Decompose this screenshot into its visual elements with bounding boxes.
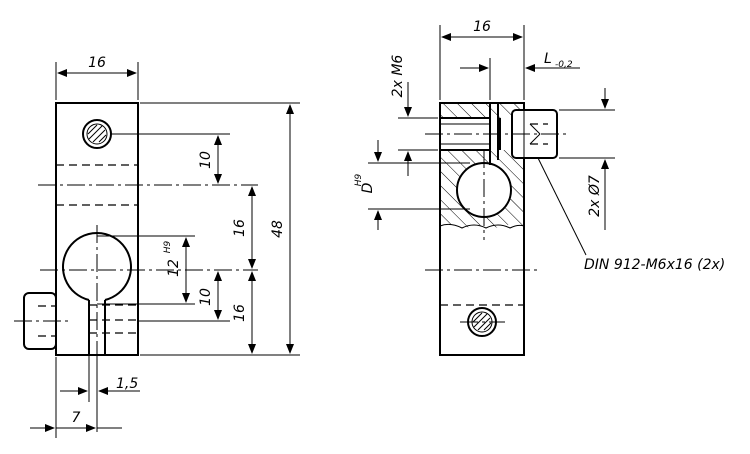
dim-right-thread: 2x M6 [390, 55, 406, 98]
left-screw-head [14, 292, 70, 350]
screw-callout: DIN 912-M6x16 (2x) [584, 257, 725, 273]
left-top-hole [82, 119, 112, 149]
dim-left-bore: 12 [166, 259, 182, 277]
dim-right-bore-tol: H9 [354, 173, 364, 186]
dim-right-length-tol: -0,2 [555, 60, 573, 70]
right-bottom-hole [460, 307, 505, 337]
screw-callout-leader [537, 157, 587, 256]
dim-right-bore: D [360, 182, 376, 193]
dim-left-slot: 1,5 [116, 376, 138, 392]
dim-left-height: 48 [270, 220, 286, 238]
dim-left-bore-tol: H9 [163, 240, 173, 253]
dim-left-width: 16 [88, 55, 106, 71]
dim-right-counterbore: 2x Ø7 [587, 175, 603, 217]
dim-left-lower-spacing: 16 [232, 304, 248, 322]
right-view: 16 L -0,2 2x M6 D H9 2x Ø7 DIN 912-M6x16… [354, 19, 725, 356]
dim-left-hole-bottom: 10 [198, 288, 214, 306]
dim-right-length: L [544, 51, 552, 67]
dim-left-hole-top: 10 [198, 151, 214, 169]
dim-left-upper-spacing: 16 [232, 219, 248, 237]
dim-left-offset: 7 [72, 410, 81, 426]
right-body-outline [439, 102, 525, 356]
dim-right-width: 16 [473, 19, 491, 35]
left-view: 16 10 48 16 16 12 H9 10 1,5 [14, 55, 300, 438]
